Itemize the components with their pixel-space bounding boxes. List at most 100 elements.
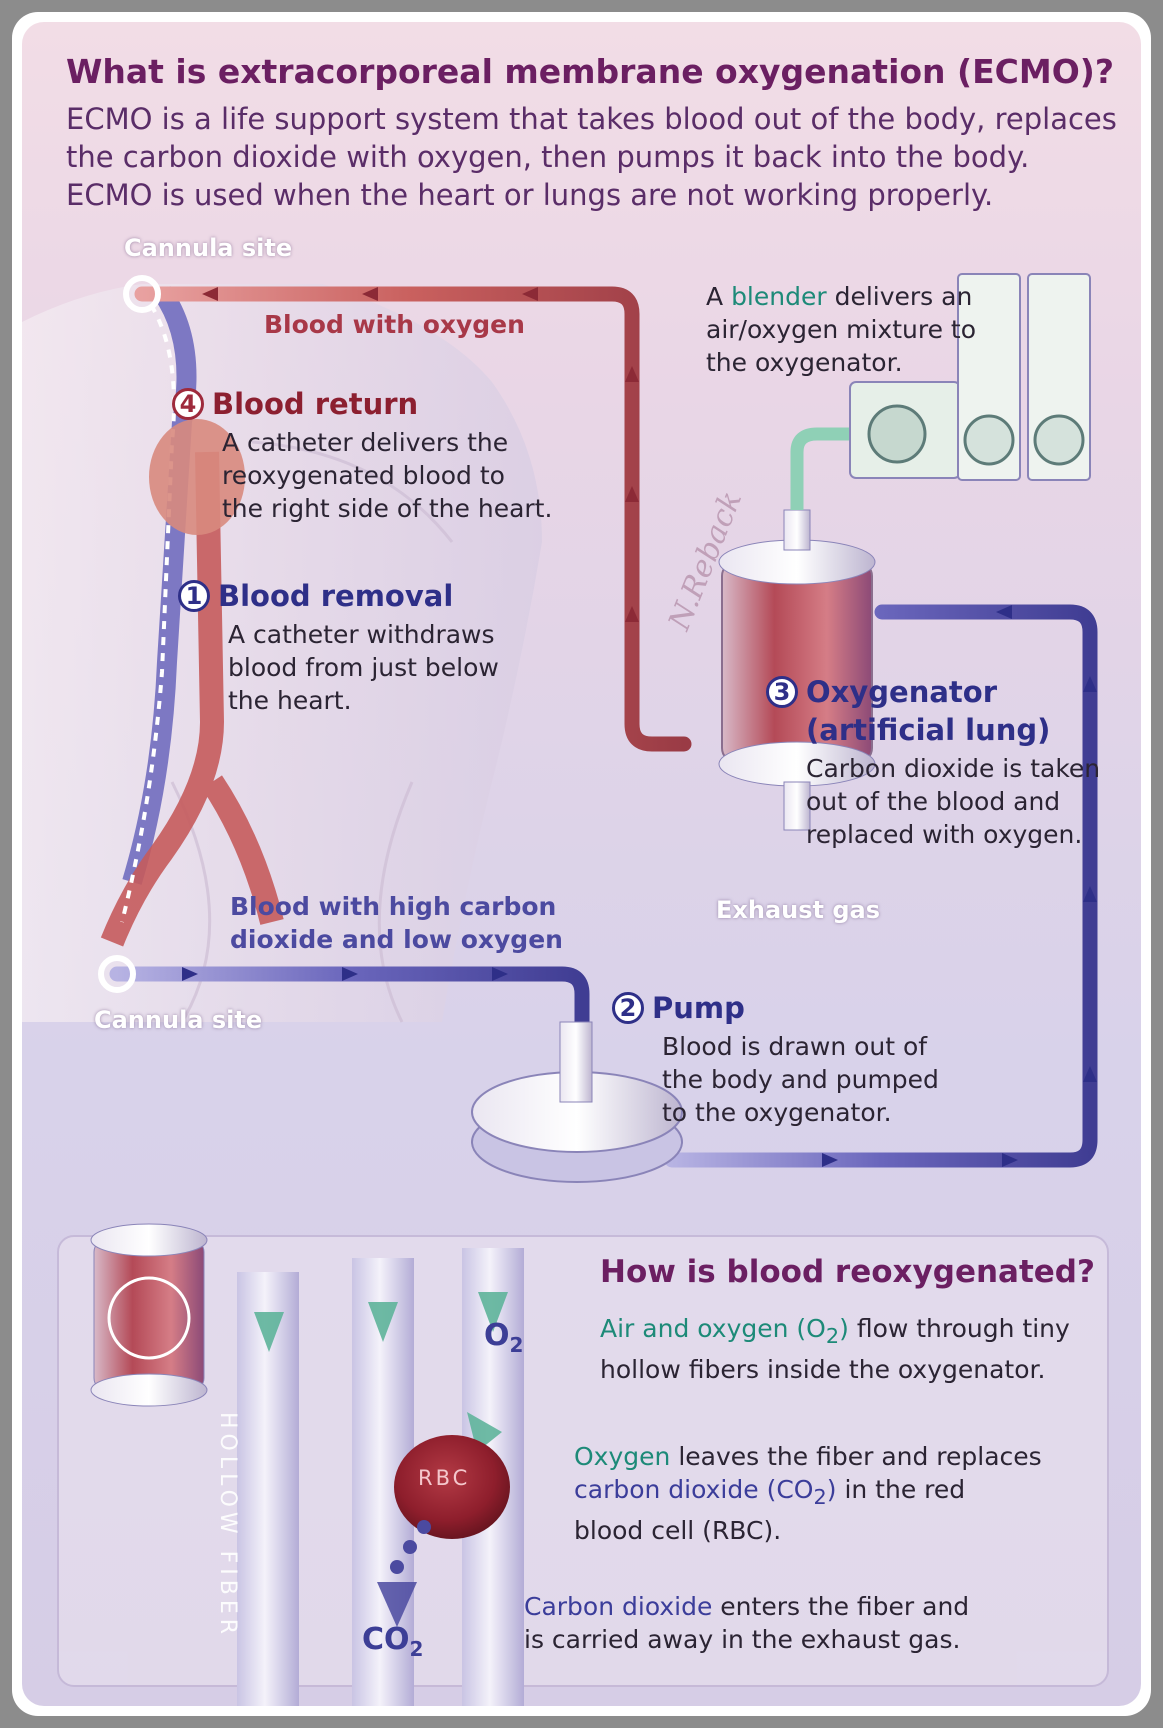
co2-sub: 2 [409, 1637, 424, 1661]
reox-p1-keyword: Air and oxygen (O2) [600, 1314, 849, 1348]
ecmo-illustration [22, 273, 1109, 1706]
catheter-dashes [120, 290, 176, 923]
reox-p2-line-2: carbon dioxide (CO2) in the red [574, 1473, 1042, 1514]
step-3-subtitle: (artificial lung) [806, 713, 1051, 747]
drain-tube [109, 966, 590, 1030]
blender-text: A blender delivers an air/oxygen mixture… [706, 280, 976, 379]
reox-p3-rest: enters the fiber and [712, 1592, 970, 1621]
flowmeter-knob-1 [963, 414, 1015, 466]
reox-panel [57, 1235, 1109, 1687]
step-3-title: Oxygenator [806, 675, 997, 709]
oxygen-flow-arrows [254, 1292, 508, 1452]
step-2-line-2: the body and pumped [662, 1065, 939, 1094]
reox-p1-line-2: hollow fibers inside the oxygenator. [600, 1355, 1046, 1384]
reox-paragraph-3: Carbon dioxide enters the fiber and is c… [524, 1590, 969, 1656]
step-1-text: A catheter withdraws blood from just bel… [228, 618, 499, 717]
step-2-title: Pump [652, 991, 745, 1025]
step-2-line-3: to the oxygenator. [662, 1098, 892, 1127]
blood-with-oxygen-label: Blood with oxygen [264, 310, 525, 339]
oxygenator-exhaust [783, 781, 811, 831]
step-4-number: 4 [172, 388, 204, 420]
return-tube [134, 286, 692, 752]
step-3-line-1: Carbon dioxide is taken [806, 754, 1101, 783]
step-3-line-3: replaced with oxygen. [806, 820, 1083, 849]
cannula-ring-top [123, 275, 161, 313]
step-3-line-2: out of the blood and [806, 787, 1061, 816]
pump-inlet [559, 1021, 593, 1103]
infographic-panel: What is extracorporeal membrane oxygenat… [22, 22, 1141, 1706]
step-3-text: Carbon dioxide is taken out of the blood… [806, 752, 1100, 851]
cannula-ring-bottom [98, 955, 136, 993]
reox-p2-line-1: Oxygen leaves the fiber and replaces [574, 1440, 1042, 1473]
rbc-label: RBC [418, 1466, 471, 1490]
vena-cava [122, 286, 197, 885]
step-4-text: A catheter delivers the reoxygenated blo… [222, 426, 552, 525]
blender-pre: A [706, 282, 732, 311]
flowmeter-knob-2 [1033, 414, 1085, 466]
reox-p2-keyword2-text: carbon dioxide (CO [574, 1475, 814, 1504]
blender-post: delivers an [826, 282, 973, 311]
step-3-heading: 3 Oxygenator [766, 674, 997, 710]
reox-p1-rest: flow through tiny [848, 1314, 1070, 1343]
step-2-line-1: Blood is drawn out of [662, 1032, 928, 1061]
reox-paragraph-2: Oxygen leaves the fiber and replaces car… [574, 1440, 1042, 1547]
blender-keyword: blender [731, 282, 827, 311]
step-1-line-3: the heart. [228, 686, 352, 715]
co2-arrow [377, 1582, 417, 1627]
blood-high-co2-label: Blood with high carbon dioxide and low o… [230, 892, 563, 954]
page: What is extracorporeal membrane oxygenat… [12, 12, 1151, 1716]
gas-line [790, 427, 852, 510]
step-1-number: 1 [178, 580, 210, 612]
heart-shape [149, 419, 245, 535]
hollow-fiber-label: HOLLOW FIBER [215, 1412, 240, 1640]
reox-p3-line-2: is carried away in the exhaust gas. [524, 1625, 961, 1654]
step-3-number: 3 [766, 676, 798, 708]
step-1-title: Blood removal [218, 579, 454, 613]
reox-p2-rest2: in the red [836, 1475, 966, 1504]
co2-text: CO [362, 1622, 410, 1657]
mini-oxygenator [90, 1223, 208, 1407]
step-4-heading: 4 Blood return [172, 386, 418, 422]
o2-text: O [484, 1318, 510, 1353]
reox-p1-keyword-text: Air and oxygen (O [600, 1314, 826, 1343]
red-blood-cell [394, 1435, 510, 1539]
drain-flow-arrows [182, 605, 1097, 1167]
page-title: What is extracorporeal membrane oxygenat… [66, 52, 1114, 91]
reox-p2-keyword2-end: ) [826, 1475, 837, 1504]
intro-text: ECMO is a life support system that takes… [66, 100, 1126, 214]
co2-bubbles [390, 1520, 431, 1574]
reox-p2-keyword: Oxygen [574, 1442, 671, 1471]
reox-p2-rest: leaves the fiber and replaces [670, 1442, 1042, 1471]
intro-line-3: ECMO is used when the heart or lungs are… [66, 178, 994, 212]
step-4-line-2: reoxygenated blood to [222, 461, 505, 490]
cannula-site-label-top: Cannula site [124, 234, 293, 262]
step-2-text: Blood is drawn out of the body and pumpe… [662, 1030, 939, 1129]
step-2-heading: 2 Pump [612, 990, 745, 1026]
blender-dial [867, 404, 927, 464]
step-1-heading: 1 Blood removal [178, 578, 453, 614]
oxygenator-gas-inlet [783, 509, 811, 551]
reox-title: How is blood reoxygenated? [600, 1254, 1095, 1290]
blender-line-1: A blender delivers an [706, 280, 976, 313]
reox-p1-sub: 2 [825, 1324, 840, 1348]
reox-p3-keyword: Carbon dioxide [524, 1592, 713, 1621]
o2-sub: 2 [509, 1333, 524, 1357]
reox-p2-sub: 2 [813, 1485, 827, 1509]
reox-paragraph-1: Air and oxygen (O2) flow through tiny ho… [600, 1312, 1070, 1386]
blender-line-2: air/oxygen mixture to [706, 315, 977, 344]
reox-p2-keyword2: carbon dioxide (CO2) [574, 1475, 837, 1509]
reox-p3-line-1: Carbon dioxide enters the fiber and [524, 1590, 969, 1623]
step-4-title: Blood return [212, 387, 419, 421]
blender-line-3: the oxygenator. [706, 348, 903, 377]
reox-p1-keyword-end: ) [839, 1314, 849, 1343]
step-1-line-1: A catheter withdraws [228, 620, 495, 649]
co2-label: CO2 [362, 1622, 423, 1661]
o2-label: O2 [484, 1318, 523, 1357]
intro-line-2: the carbon dioxide with oxygen, then pum… [66, 140, 1030, 174]
return-flow-arrows [202, 287, 639, 622]
reox-p2-line-3: blood cell (RBC). [574, 1516, 782, 1545]
intro-line-1: ECMO is a life support system that takes… [66, 102, 1117, 136]
step-4-line-3: the right side of the heart. [222, 494, 553, 523]
step-4-line-1: A catheter delivers the [222, 428, 509, 457]
reox-p1-line-1: Air and oxygen (O2) flow through tiny [600, 1312, 1070, 1353]
